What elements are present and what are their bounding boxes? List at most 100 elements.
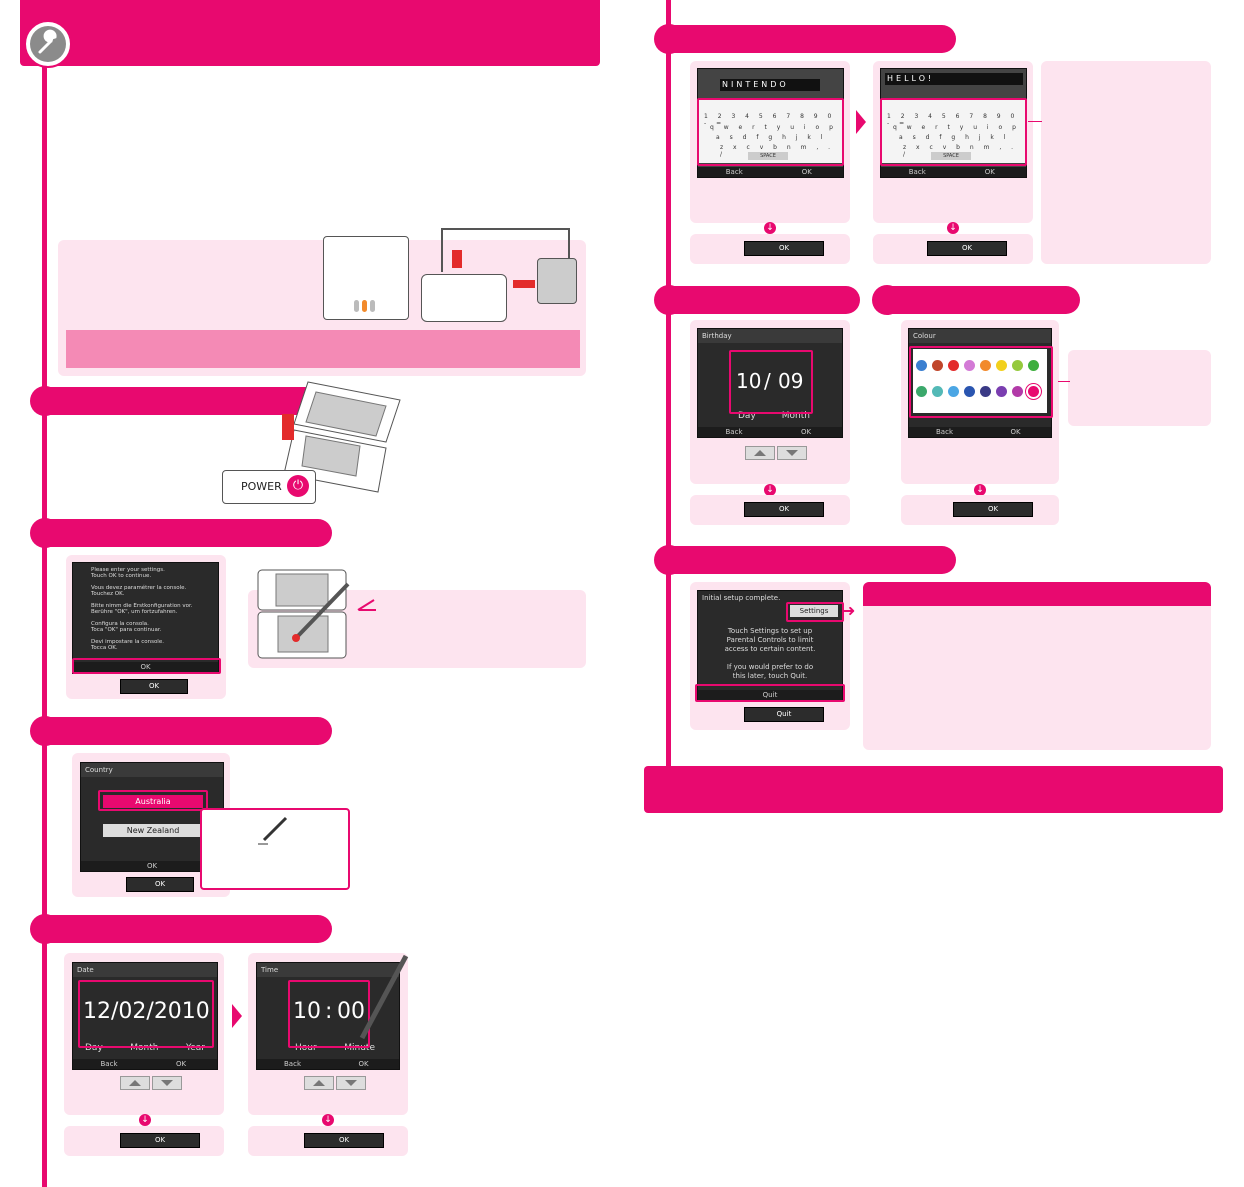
colour-swatch[interactable] — [948, 360, 959, 371]
country-title: Country — [81, 763, 223, 777]
name-entry-2[interactable]: HELLO! — [885, 73, 1023, 85]
wrench-icon — [24, 20, 72, 68]
time-up-button[interactable] — [304, 1076, 334, 1090]
name-note-panel — [1041, 61, 1211, 264]
keyboard-1-ok[interactable]: OK — [801, 168, 812, 176]
down-arrow-icon: ↓ — [322, 1114, 334, 1126]
country-ok-button[interactable]: OK — [126, 877, 194, 892]
colour-grid[interactable] — [913, 349, 1047, 413]
quit-button[interactable]: Quit — [744, 707, 824, 722]
parental-controls-header — [863, 582, 1211, 606]
colour-swatch[interactable] — [916, 360, 927, 371]
colour-swatch[interactable] — [996, 360, 1007, 371]
australia-highlight — [98, 790, 208, 811]
time-back[interactable]: Back — [284, 1060, 301, 1068]
date-label-day: Day — [85, 1043, 103, 1053]
keyboard-2-highlight — [880, 98, 1027, 166]
date-ok-button[interactable]: OK — [120, 1133, 200, 1148]
colour-title: Colour — [909, 329, 1051, 343]
keyboard-2-row-q[interactable]: q w e r t y u i o p — [893, 124, 1020, 131]
keyboard-row-z[interactable]: z x c v b n m , . / — [720, 144, 835, 158]
console-closed-illustration — [421, 274, 507, 322]
country-screen-ok[interactable]: OK — [146, 862, 158, 870]
complete-screen: Initial setup complete. Settings Touch S… — [697, 590, 843, 702]
name-ok-button-1[interactable]: OK — [744, 241, 824, 256]
step-7-header — [890, 286, 1080, 314]
next-arrow-icon — [232, 1004, 242, 1028]
birthday-up-button[interactable] — [745, 446, 775, 460]
birthday-down-button[interactable] — [777, 446, 807, 460]
colour-ok-button[interactable]: OK — [953, 502, 1033, 517]
colour-swatch[interactable] — [916, 386, 927, 397]
settings-button[interactable]: Settings — [790, 605, 838, 617]
keyboard-2-ok[interactable]: OK — [984, 168, 995, 176]
colour-swatch[interactable] — [980, 360, 991, 371]
welcome-ok-button[interactable]: OK — [120, 679, 188, 694]
date-up-button[interactable] — [120, 1076, 150, 1090]
left-timeline — [42, 66, 47, 1187]
time-label-hour: Hour — [295, 1043, 317, 1053]
time-minute: 00 — [337, 999, 365, 1024]
charge-indicator-callout — [323, 236, 409, 320]
colour-swatch[interactable] — [1028, 360, 1039, 371]
ac-adapter-illustration — [537, 258, 577, 304]
birthday-back[interactable]: Back — [725, 428, 743, 436]
colour-back[interactable]: Back — [936, 428, 953, 436]
time-spinner-highlight — [288, 980, 370, 1048]
keyboard-2-row-z[interactable]: z x c v b n m , . / — [903, 144, 1018, 158]
colour-swatch[interactable] — [964, 386, 975, 397]
birthday-spinner-highlight — [729, 350, 813, 414]
keyboard-2-back[interactable]: Back — [908, 168, 926, 176]
name-ok-button-2[interactable]: OK — [927, 241, 1007, 256]
date-label-month: Month — [130, 1043, 159, 1053]
colour-swatch[interactable] — [1028, 386, 1039, 397]
colour-swatch[interactable] — [996, 386, 1007, 397]
keyboard-1-back[interactable]: Back — [725, 168, 743, 176]
keyboard-2-row-a[interactable]: a s d f g h j k l — [899, 134, 1010, 141]
time-down-button[interactable] — [336, 1076, 366, 1090]
name-entry-1[interactable]: NINTENDO — [720, 79, 820, 91]
welcome-text: Please enter your settings. Touch OK to … — [91, 567, 193, 651]
colour-swatch[interactable] — [948, 386, 959, 397]
keyboard-2-row-numbers[interactable]: 1 2 3 4 5 6 7 8 9 0 - = — [887, 113, 1019, 127]
time-ok-button[interactable]: OK — [304, 1133, 384, 1148]
colour-ok[interactable]: OK — [1010, 428, 1021, 436]
colour-palette — [916, 360, 1046, 400]
keyboard-2-space[interactable]: SPACE — [931, 152, 971, 160]
connector-line — [1028, 121, 1042, 122]
birthday-ok-button[interactable]: OK — [744, 502, 824, 517]
power-icon: ⏻ — [287, 475, 309, 497]
colour-swatch[interactable] — [932, 360, 943, 371]
time-ok[interactable]: OK — [358, 1060, 369, 1068]
keyboard-row-q[interactable]: q w e r t y u i o p — [710, 124, 837, 131]
console-open-illustration — [268, 380, 408, 498]
country-option-australia[interactable]: Australia — [103, 795, 203, 808]
birthday-label-day: Day — [738, 411, 756, 421]
welcome-screen: Please enter your settings. Touch OK to … — [72, 562, 219, 674]
complete-quit[interactable]: Quit — [762, 691, 778, 699]
colour-swatch[interactable] — [932, 386, 943, 397]
date-label-year: Year — [185, 1043, 205, 1053]
step-5-header — [672, 25, 956, 53]
keyboard-space[interactable]: SPACE — [748, 152, 788, 160]
cable-line — [441, 228, 570, 272]
date-ok[interactable]: OK — [175, 1060, 187, 1068]
connector-line — [1058, 381, 1070, 382]
country-option-new-zealand[interactable]: New Zealand — [103, 824, 203, 837]
time-sep: : — [325, 999, 333, 1024]
right-timeline — [666, 0, 671, 770]
date-spinner-highlight — [78, 980, 214, 1048]
down-arrow-icon: ↓ — [139, 1114, 151, 1126]
date-back[interactable]: Back — [100, 1060, 118, 1068]
welcome-screen-ok[interactable]: OK — [140, 663, 151, 671]
colour-swatch[interactable] — [980, 386, 991, 397]
date-down-button[interactable] — [152, 1076, 182, 1090]
colour-swatch[interactable] — [1012, 386, 1023, 397]
colour-swatch[interactable] — [1012, 360, 1023, 371]
birthday-ok[interactable]: OK — [800, 428, 812, 436]
down-arrow-icon: ↓ — [974, 484, 986, 496]
birthday-title: Birthday — [698, 329, 842, 343]
colour-swatch[interactable] — [964, 360, 975, 371]
keyboard-row-numbers[interactable]: 1 2 3 4 5 6 7 8 9 0 - = — [704, 113, 836, 127]
keyboard-row-a[interactable]: a s d f g h j k l — [716, 134, 827, 141]
